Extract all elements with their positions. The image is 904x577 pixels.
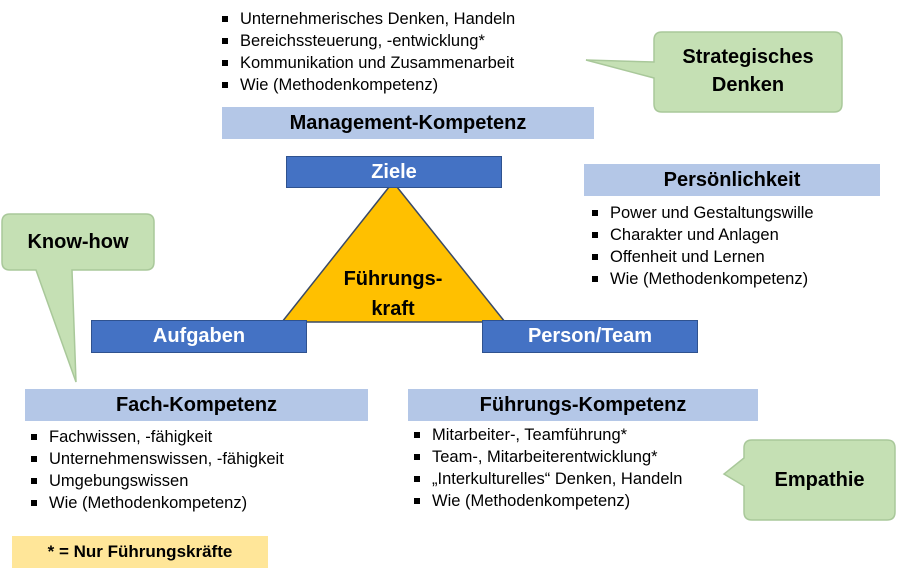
list-item: Unternehmenswissen, -fähigkeit (29, 448, 284, 470)
management-kompetenz-label: Management-Kompetenz (222, 107, 594, 139)
list-item: Mitarbeiter-, Teamführung* (412, 424, 682, 446)
list-item: Unternehmerisches Denken, Handeln (220, 8, 515, 30)
ziele-bar: Ziele (286, 156, 502, 188)
callout-empathie-text: Empathie (774, 469, 865, 491)
callout-knowhow-text: Know-how (27, 231, 129, 253)
callout-strategisch-text: Strategisches Denken (682, 46, 814, 96)
list-item: Wie (Methodenkompetenz) (590, 268, 814, 290)
list-item: Kommunikation und Zusammenarbeit (220, 52, 515, 74)
person-team-bar: Person/Team (482, 320, 698, 353)
list-item: Umgebungswissen (29, 470, 284, 492)
list-item: „Interkulturelles“ Denken, Handeln (412, 468, 682, 490)
persoenlichkeit-list: Power und Gestaltungswille Charakter und… (590, 202, 814, 290)
fuehrung-list: Mitarbeiter-, Teamführung* Team-, Mitarb… (412, 424, 682, 512)
list-item: Wie (Methodenkompetenz) (412, 490, 682, 512)
fach-list: Fachwissen, -fähigkeit Unternehmenswisse… (29, 426, 284, 514)
fuehrungskraft-label: Führungs- kraft (343, 268, 443, 320)
callout-knowhow-shape (1, 213, 155, 383)
fuehrungs-kompetenz-label: Führungs-Kompetenz (408, 389, 758, 421)
fuehrungskraft-triangle (280, 180, 507, 323)
fach-kompetenz-label: Fach-Kompetenz (25, 389, 368, 421)
list-item: Charakter und Anlagen (590, 224, 814, 246)
management-list: Unternehmerisches Denken, Handeln Bereic… (220, 8, 515, 96)
legend-nur-fuehrungskraefte: * = Nur Führungskräfte (12, 536, 268, 568)
list-item: Power und Gestaltungswille (590, 202, 814, 224)
list-item: Team-, Mitarbeiterentwicklung* (412, 446, 682, 468)
list-item: Wie (Methodenkompetenz) (29, 492, 284, 514)
callout-empathie-shape (722, 439, 896, 521)
list-item: Offenheit und Lernen (590, 246, 814, 268)
aufgaben-bar: Aufgaben (91, 320, 307, 353)
persoenlichkeit-label: Persönlichkeit (584, 164, 880, 196)
list-item: Fachwissen, -fähigkeit (29, 426, 284, 448)
list-item: Wie (Methodenkompetenz) (220, 74, 515, 96)
callout-strategisch-shape (585, 31, 843, 113)
list-item: Bereichssteuerung, -entwicklung* (220, 30, 515, 52)
